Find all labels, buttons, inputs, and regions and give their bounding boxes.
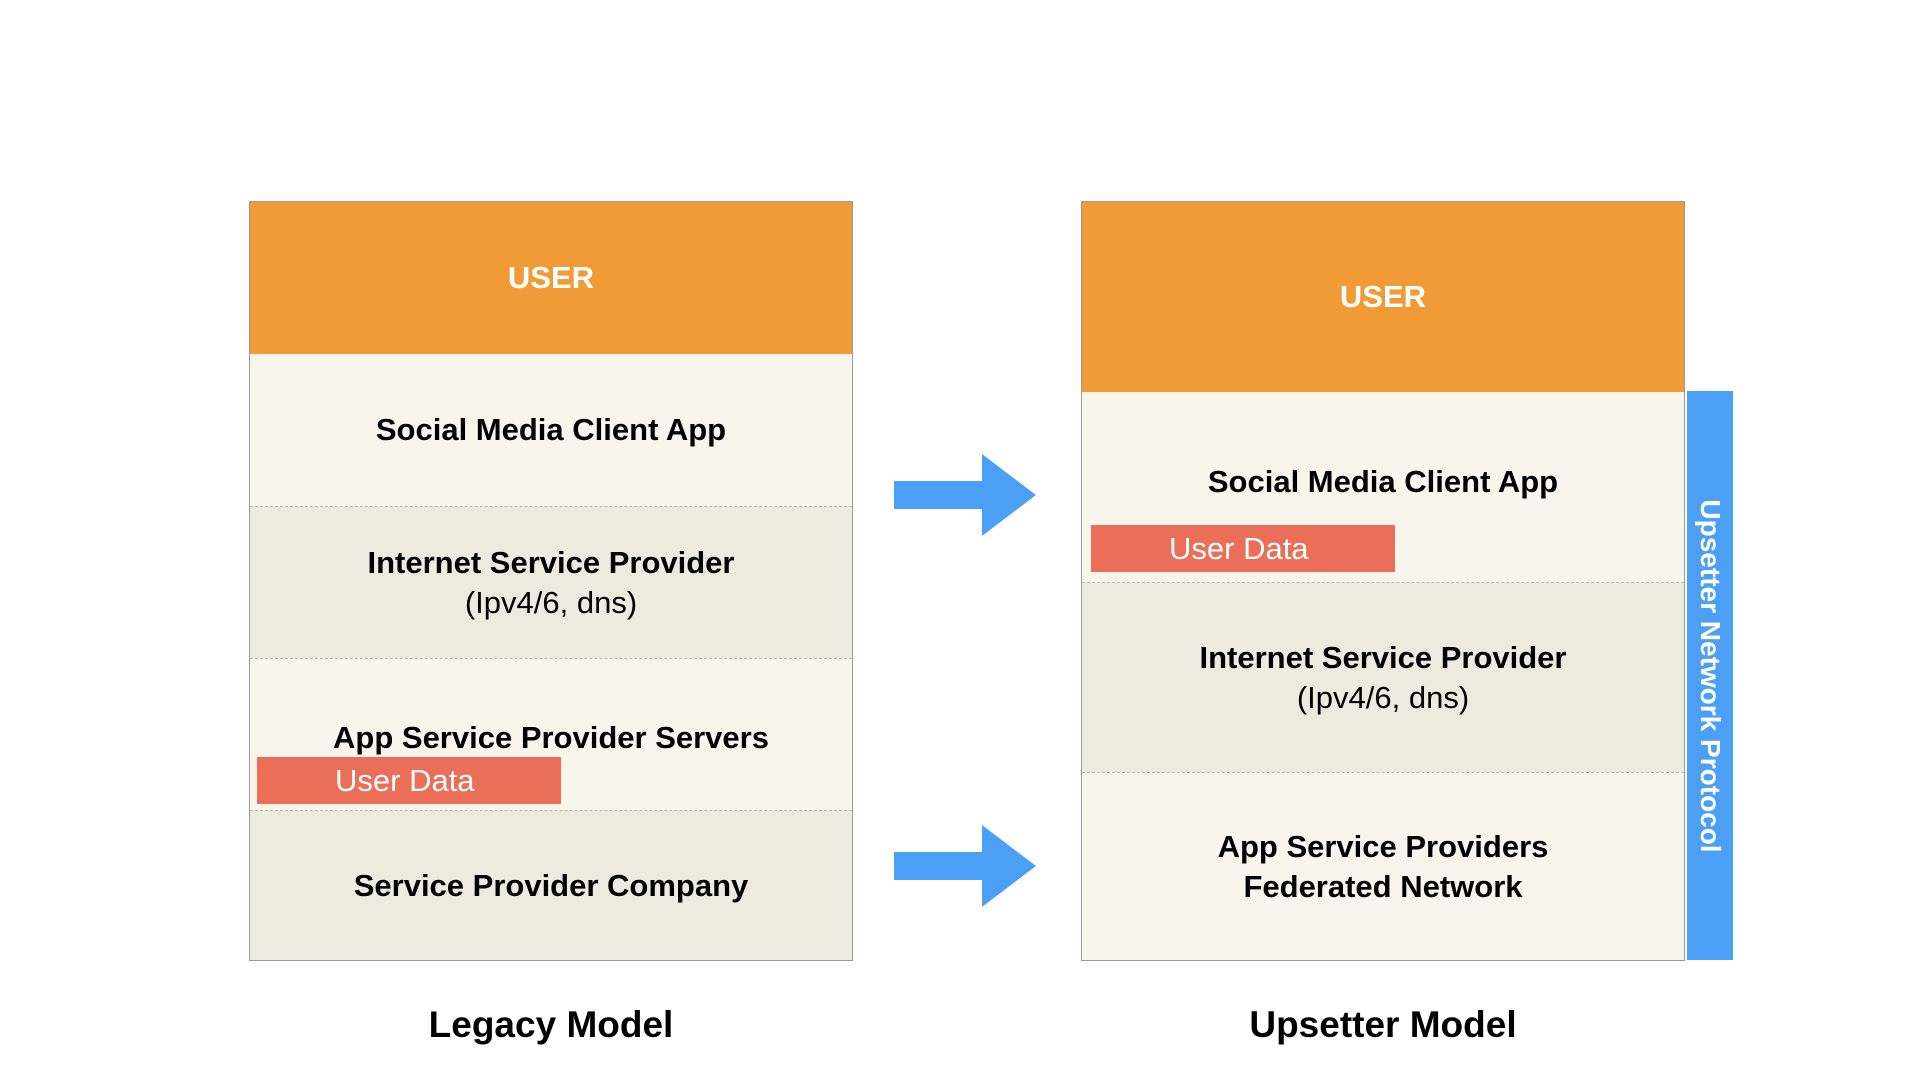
legacy-isp-title: Internet Service Provider <box>367 544 735 580</box>
upsetter-federated-layer: App Service Providers Federated Network <box>1082 772 1684 960</box>
upsetter-client-app-label: Social Media Client App <box>1207 464 1559 499</box>
legacy-user-data-badge: User Data <box>257 757 561 804</box>
upsetter-protocol-bar: Upsetter Network Protocol <box>1687 391 1733 960</box>
upsetter-user-data-badge: User Data <box>1091 525 1395 572</box>
legacy-client-app-layer: Social Media Client App <box>250 354 852 506</box>
upsetter-model-label: Upsetter Model <box>1249 1004 1517 1045</box>
upsetter-isp-layer: Internet Service Provider (Ipv4/6, dns) <box>1082 582 1684 772</box>
legacy-user-layer: USER <box>250 202 852 354</box>
upsetter-user-layer: USER <box>1082 202 1684 392</box>
upsetter-protocol-label: Upsetter Network Protocol <box>1695 498 1726 853</box>
upsetter-model-stack: USER Social Media Client App User Data I… <box>1081 201 1685 961</box>
legacy-company-layer: Service Provider Company <box>250 810 852 960</box>
legacy-model-label: Legacy Model <box>428 1004 674 1045</box>
upsetter-user-label: USER <box>1339 279 1427 314</box>
legacy-app-servers-label: App Service Provider Servers <box>333 720 769 755</box>
legacy-user-label: USER <box>507 260 595 295</box>
legacy-isp-subtitle: (Ipv4/6, dns) <box>464 584 638 620</box>
legacy-isp-layer: Internet Service Provider (Ipv4/6, dns) <box>250 506 852 658</box>
legacy-company-label: Service Provider Company <box>353 867 749 903</box>
legacy-client-app-label: Social Media Client App <box>375 412 727 447</box>
right-arrow-icon <box>894 454 1036 536</box>
upsetter-isp-title: Internet Service Provider <box>1199 639 1567 675</box>
upsetter-user-data-label: User Data <box>1169 530 1309 566</box>
upsetter-isp-subtitle: (Ipv4/6, dns) <box>1296 679 1470 715</box>
upsetter-federated-line1: App Service Providers <box>1217 828 1549 864</box>
legacy-model-stack: USER Social Media Client App Internet Se… <box>249 201 853 961</box>
upsetter-federated-line2: Federated Network <box>1243 868 1523 904</box>
legacy-user-data-label: User Data <box>335 762 475 798</box>
right-arrow-icon <box>894 825 1036 907</box>
